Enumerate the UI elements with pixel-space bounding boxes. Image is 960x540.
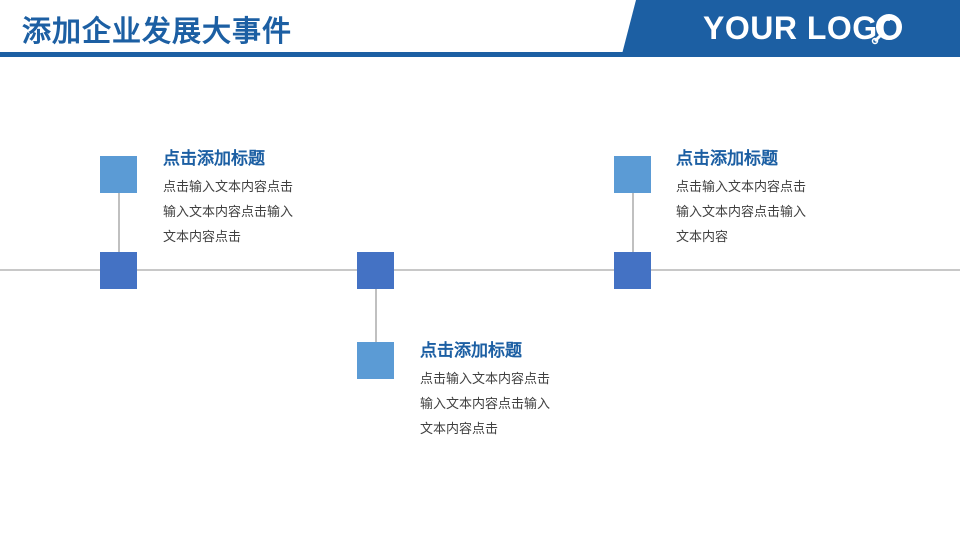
event-title[interactable]: 点击添加标题	[676, 149, 778, 169]
connector-line	[632, 193, 634, 253]
event-description[interactable]: 点击输入文本内容点击 输入文本内容点击输入 文本内容点击	[163, 175, 313, 250]
timeline-node[interactable]	[100, 252, 137, 289]
logo-band	[622, 0, 960, 54]
event-description[interactable]: 点击输入文本内容点击 输入文本内容点击输入 文本内容点击	[420, 367, 570, 442]
magnifier-icon	[871, 14, 902, 45]
event-title[interactable]: 点击添加标题	[163, 149, 265, 169]
header-rule	[0, 52, 960, 57]
event-text-line: 输入文本内容点击输入	[163, 205, 294, 220]
event-title[interactable]: 点击添加标题	[420, 341, 522, 361]
connector-line	[118, 193, 120, 253]
timeline-axis	[0, 269, 960, 271]
event-card-marker[interactable]	[100, 156, 137, 193]
event-text-line: 点击输入文本内容点击	[163, 180, 294, 195]
event-card-marker[interactable]	[614, 156, 651, 193]
timeline-node[interactable]	[614, 252, 651, 289]
timeline-node[interactable]	[357, 252, 394, 289]
event-text-line: 输入文本内容点击输入	[420, 397, 551, 412]
connector-line	[375, 289, 377, 343]
slide-title[interactable]: 添加企业发展大事件	[22, 14, 293, 48]
event-text-line: 点击输入文本内容点击	[420, 372, 551, 387]
event-text-line: 文本内容点击	[163, 230, 242, 245]
event-text-line: 文本内容点击	[420, 422, 499, 437]
event-card-marker[interactable]	[357, 342, 394, 379]
event-text-line: 点击输入文本内容点击	[676, 180, 807, 195]
event-description[interactable]: 点击输入文本内容点击 输入文本内容点击输入 文本内容	[676, 175, 826, 250]
logo-text[interactable]: YOUR LOGO	[703, 10, 904, 46]
event-text-line: 输入文本内容点击输入	[676, 205, 807, 220]
event-text-line: 文本内容	[676, 230, 729, 245]
